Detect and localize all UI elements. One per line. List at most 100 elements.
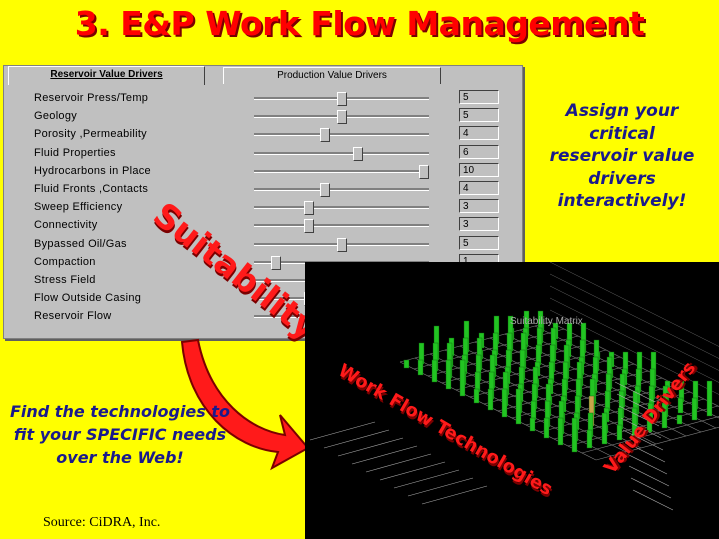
- slider-label: Compaction: [34, 255, 96, 268]
- axis-tick-label: [626, 453, 668, 475]
- axis-tick-label: [421, 485, 488, 505]
- slider-value-field[interactable]: 4: [459, 126, 499, 141]
- assign-line: drivers: [588, 168, 656, 189]
- matrix-bar: [530, 400, 537, 421]
- matrix-bar: [677, 397, 684, 414]
- slider-value-field[interactable]: 3: [459, 199, 499, 214]
- find-line: Find the technologies to: [9, 402, 231, 421]
- slider-thumb[interactable]: [303, 219, 314, 234]
- find-line: fit your SPECIFIC needs: [13, 425, 227, 444]
- tab-bar: Reservoir Value Drivers Production Value…: [4, 66, 522, 85]
- slider-value-field[interactable]: 5: [459, 108, 499, 123]
- matrix-bar: [473, 388, 480, 404]
- matrix-bar: [676, 414, 683, 425]
- tab-production-value-drivers[interactable]: Production Value Drivers: [223, 67, 441, 84]
- source-credit: Source: CiDRA, Inc.: [43, 515, 161, 530]
- matrix-bar: [543, 417, 550, 439]
- slider-value-field[interactable]: 3: [459, 217, 499, 232]
- slider-value-field[interactable]: 10: [459, 162, 499, 177]
- axis-tick-label: [337, 437, 404, 457]
- grid-line: [549, 285, 719, 371]
- matrix-bar: [661, 402, 668, 429]
- find-callout: Find the technologies to fit your SPECIF…: [0, 400, 240, 469]
- assign-line: critical: [589, 123, 655, 144]
- matrix-bar: [459, 359, 466, 397]
- grid-line: [549, 262, 719, 347]
- axis-tick-label: [618, 405, 660, 427]
- slider-value-field[interactable]: 6: [459, 144, 499, 159]
- grid-line: [549, 273, 719, 359]
- axis-tick-label: [379, 461, 446, 481]
- slider-label: Connectivity: [34, 219, 98, 232]
- slider-value-field[interactable]: 4: [459, 181, 499, 195]
- slider-row: Fluid Fronts ,Contacts 4: [4, 181, 522, 199]
- matrix-bar: [403, 359, 410, 369]
- assign-line: reservoir value: [549, 146, 695, 166]
- slider-track[interactable]: [254, 92, 429, 106]
- axis-tick-label: [393, 469, 460, 489]
- slider-thumb[interactable]: [303, 201, 314, 216]
- grid-line: [549, 297, 719, 383]
- slider-track[interactable]: [254, 146, 429, 161]
- axis-tick-label: [630, 477, 672, 499]
- matrix-bar: [616, 424, 623, 441]
- slider-value-field[interactable]: 5: [459, 235, 499, 250]
- assign-line: interactively!: [557, 191, 687, 211]
- matrix-bar: [445, 359, 452, 390]
- axis-tick-label: [407, 477, 474, 497]
- assign-line: Assign your: [565, 101, 679, 121]
- matrix-bar: [515, 388, 522, 425]
- matrix-bar: [601, 412, 608, 445]
- axis-tick-label: [616, 393, 658, 415]
- slider-track[interactable]: [254, 201, 429, 216]
- slider-thumb[interactable]: [320, 128, 330, 143]
- slider-thumb[interactable]: [336, 92, 347, 106]
- slider-thumb[interactable]: [353, 146, 363, 161]
- tab-reservoir-value-drivers[interactable]: Reservoir Value Drivers: [8, 66, 205, 85]
- matrix-bar: [501, 388, 508, 418]
- slider-track[interactable]: [254, 183, 429, 197]
- slider-thumb[interactable]: [336, 237, 347, 252]
- slider-thumb[interactable]: [419, 164, 429, 179]
- slider-label: Geology: [34, 110, 78, 123]
- slider-track[interactable]: [254, 237, 429, 252]
- slider-row: Fluid Properties 6: [4, 144, 522, 163]
- matrix-bar: [571, 417, 578, 453]
- slider-row: Reservoir Press/Temp 5: [4, 90, 522, 108]
- suitability-3d-chart: Suitability Matrix: [309, 262, 719, 511]
- inner-chart-title: Suitability Matrix: [510, 316, 583, 327]
- slider-label: Reservoir Press/Temp: [34, 92, 149, 104]
- slider-thumb[interactable]: [336, 110, 347, 125]
- slider-value-field[interactable]: 5: [459, 90, 499, 104]
- matrix-bar: [706, 380, 713, 417]
- slider-label: Porosity ,Permeability: [34, 128, 147, 141]
- slider-thumb[interactable]: [320, 183, 330, 197]
- axis-tick-label: [365, 453, 432, 473]
- slider-track[interactable]: [254, 164, 429, 179]
- axis-tick-label: [620, 417, 662, 439]
- axis-tick-label: [628, 465, 670, 487]
- slider-label: Fluid Properties: [34, 146, 116, 159]
- slider-row: Geology 5: [4, 108, 522, 126]
- axis-tick-label: [624, 441, 666, 463]
- axis-tick-label: [351, 445, 418, 465]
- slider-row: Connectivity 3: [4, 217, 522, 235]
- slide-title: 3. E&P Work Flow Management: [74, 4, 645, 43]
- axis-tick-label: [614, 381, 656, 403]
- matrix-bar: [691, 397, 698, 421]
- slider-track[interactable]: [254, 128, 429, 143]
- matrix-bar: [431, 359, 438, 383]
- slider-thumb[interactable]: [270, 255, 281, 270]
- slider-track[interactable]: [254, 110, 429, 125]
- slider-label: Fluid Fronts ,Contacts: [34, 183, 149, 195]
- assign-callout: Assign your critical reservoir value dri…: [532, 100, 712, 213]
- axis-tick-label: [323, 429, 390, 449]
- slider-label: Flow Outside Casing: [34, 292, 142, 305]
- matrix-bar: [529, 417, 536, 432]
- matrix-bar: [557, 417, 564, 446]
- slider-track[interactable]: [254, 219, 429, 234]
- slider-label: Sweep Efficiency: [34, 201, 123, 214]
- slider-label: Bypassed Oil/Gas: [34, 237, 127, 250]
- axis-tick-label: [622, 429, 664, 451]
